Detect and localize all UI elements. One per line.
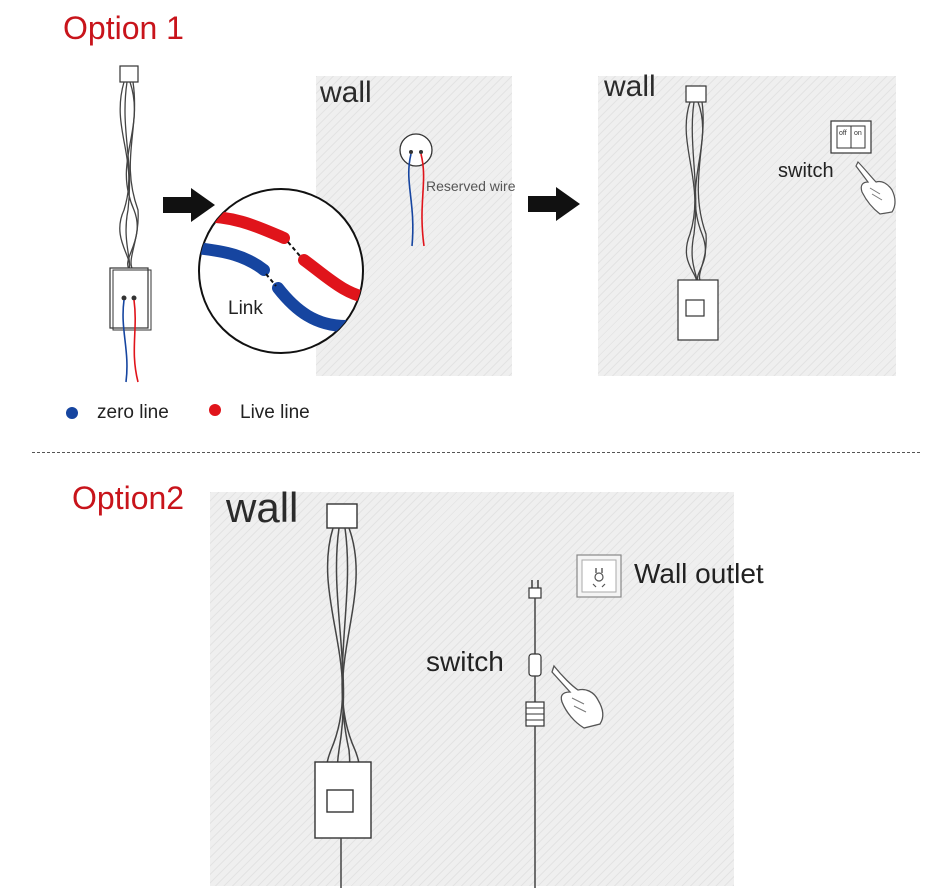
mounted-lamp-illustration: [677, 85, 719, 341]
legend-zero-line: zero line: [97, 402, 169, 423]
switch-label-1: switch: [778, 160, 834, 182]
wall-outlet-label: Wall outlet: [634, 558, 764, 589]
switch-on-text: on: [854, 130, 862, 137]
wall-panel-1: [316, 76, 512, 376]
arrow-right-icon: [163, 188, 215, 222]
pointing-hand-icon: [551, 664, 604, 729]
large-lamp-illustration: [314, 503, 372, 888]
option2-title: Option2: [72, 480, 185, 516]
light-switch-icon: [830, 120, 872, 154]
wall-label-3: wall: [226, 484, 299, 531]
wall-label-1: wall: [320, 76, 372, 109]
section-divider: [32, 452, 920, 453]
option1-lamp-illustration: [109, 65, 152, 383]
wall-panel-3: [210, 492, 734, 886]
legend-live-line: Live line: [240, 402, 310, 423]
arrow-right-icon: [528, 187, 580, 221]
switch-label-2: switch: [426, 646, 504, 677]
wall-outlet-icon: [576, 554, 622, 598]
option1-title: Option 1: [63, 10, 184, 46]
power-cord-illustration: [525, 580, 545, 888]
wall-label-2: wall: [604, 70, 656, 103]
reserved-wire-illustration: [399, 133, 433, 247]
switch-off-text: off: [839, 130, 847, 137]
legend-dot-live: [209, 404, 221, 416]
link-detail-circle: [198, 188, 364, 354]
reserved-wire-label: Reserved wire: [426, 178, 516, 194]
link-label: Link: [228, 298, 263, 319]
pointing-hand-icon: [855, 160, 896, 215]
legend-dot-zero: [66, 407, 78, 419]
